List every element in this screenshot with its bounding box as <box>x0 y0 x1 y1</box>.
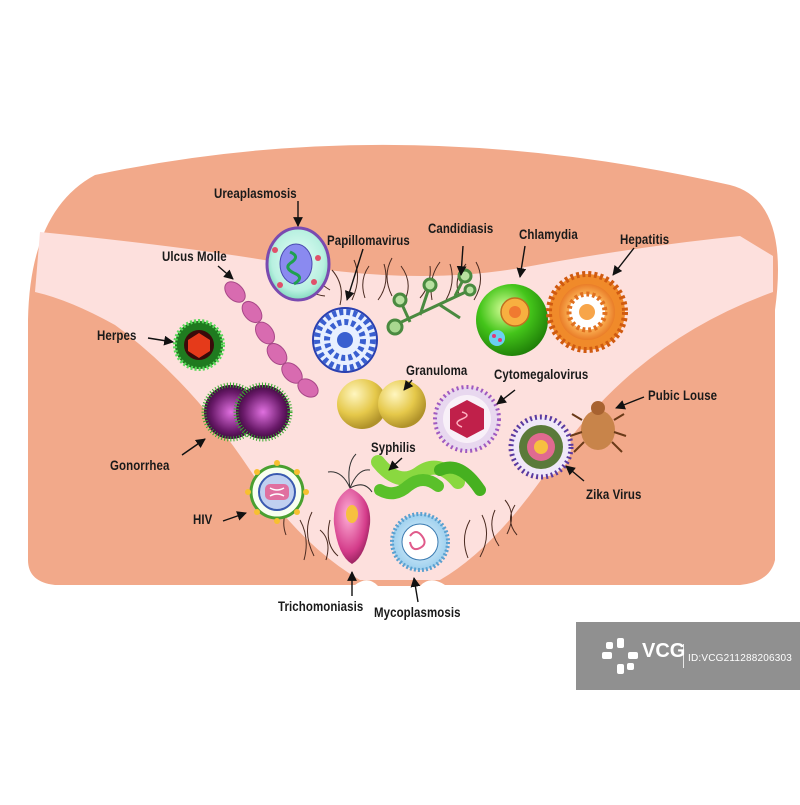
label-chlamydia: Chlamydia <box>519 226 578 242</box>
label-ulcus-molle: Ulcus Molle <box>162 248 227 264</box>
label-mycoplasmosis: Mycoplasmosis <box>374 604 461 620</box>
watermark-id: ID:VCG211288206303 <box>688 653 793 664</box>
ulcus-molle-chain <box>224 281 319 398</box>
pubic-louse-organism <box>569 401 627 453</box>
arrow-gonorrhea <box>181 438 206 456</box>
arrow-mycoplasmosis <box>410 577 421 603</box>
label-hiv: HIV <box>193 511 213 527</box>
watermark: VCG ID:VCG211288206303 <box>576 622 800 690</box>
watermark-divider <box>683 644 684 668</box>
label-syphilis: Syphilis <box>371 439 416 455</box>
ureaplasmosis-organism <box>265 226 331 302</box>
arrow-pubic-louse <box>615 396 645 410</box>
arrow-syphilis <box>388 457 403 471</box>
trichomoniasis-organism <box>327 453 373 564</box>
label-granuloma: Granuloma <box>406 362 468 378</box>
arrow-ulcus-molle <box>217 265 234 280</box>
zika-virus-organism <box>508 414 574 480</box>
watermark-brand: VCG <box>642 640 686 662</box>
label-papillomavirus: Papillomavirus <box>327 232 410 248</box>
hepatitis-organism <box>546 271 628 353</box>
arrow-chlamydia <box>516 245 527 278</box>
label-trichomoniasis: Trichomoniasis <box>278 598 364 614</box>
watermark-logo-icon <box>602 638 638 674</box>
hiv-organism <box>245 460 309 524</box>
arrow-hepatitis <box>612 247 635 276</box>
granuloma-organism <box>337 379 426 429</box>
candidiasis-organism <box>386 268 477 336</box>
label-pubic-louse: Pubic Louse <box>648 387 718 403</box>
label-hepatitis: Hepatitis <box>620 231 670 247</box>
label-cytomegalovirus: Cytomegalovirus <box>494 366 589 382</box>
label-zika-virus: Zika Virus <box>586 486 642 502</box>
cytomegalovirus-organism <box>433 385 501 453</box>
arrow-zika-virus <box>565 465 585 482</box>
herpes-organism <box>173 319 225 371</box>
arrow-cytomegalovirus <box>496 389 516 405</box>
arrow-granuloma <box>403 379 414 391</box>
mycoplasmosis-organism <box>390 512 450 572</box>
label-gonorrhea: Gonorrhea <box>110 457 170 473</box>
papillomavirus-organism <box>312 307 378 373</box>
label-arrows <box>147 201 645 603</box>
arrow-candidiasis <box>456 245 467 276</box>
label-candidiasis: Candidiasis <box>428 220 494 236</box>
gonorrhea-organism <box>201 382 293 442</box>
arrow-hiv <box>222 511 247 522</box>
syphilis-organism <box>371 455 486 500</box>
label-ureaplasmosis: Ureaplasmosis <box>214 185 297 201</box>
label-herpes: Herpes <box>97 327 137 343</box>
arrow-papillomavirus <box>344 248 364 301</box>
chlamydia-organism <box>476 284 548 356</box>
arrow-herpes <box>147 335 174 346</box>
